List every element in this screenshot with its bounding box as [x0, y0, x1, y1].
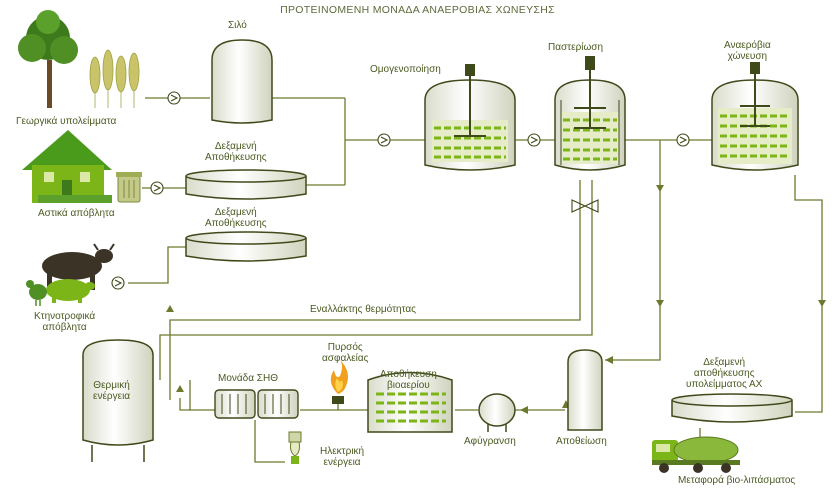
chicken-icon [26, 280, 47, 306]
label-biogas-line2: βιοαερίου [387, 380, 430, 391]
label-residue-line1: Δεξαμενή [703, 357, 746, 368]
label-biogas-storage: Αποθήκευση βιοαερίου [380, 369, 437, 391]
label-flare-line1: Πυρσός [327, 342, 363, 353]
label-safety-flare: Πυρσός ασφαλείας [322, 342, 369, 364]
anaerobic-digester-tank [711, 62, 799, 171]
label-anaerobic-digestion: Αναερόβια χώνευση [724, 40, 771, 62]
label-desulfurization: Αποθείωση [556, 436, 607, 447]
lightbulb-icon [288, 431, 302, 464]
label-storage-tank-1-line1: Δεξαμενή [214, 141, 257, 152]
label-biofertilizer-transport: Μεταφορά βιο-λιπάσματος [678, 475, 796, 486]
digestate-storage-tank [671, 393, 793, 423]
label-storage-tank-1: Δεξαμενή Αποθήκευσης [205, 141, 267, 163]
label-thermal-line2: ενέργεια [93, 391, 131, 402]
trash-bin-icon [116, 172, 142, 203]
label-thermal-line1: Θερμική [93, 380, 130, 391]
label-storage-tank-2: Δεξαμενή Αποθήκευσης [205, 207, 267, 229]
biogas-storage-tank [367, 371, 453, 433]
wheat-icon [89, 49, 140, 108]
label-chp-unit: Μονάδα ΣΗΘ [218, 373, 278, 384]
label-livestock-line2: απόβλητα [42, 322, 87, 333]
chp-unit [214, 389, 299, 419]
desulfurization-column [567, 349, 603, 431]
label-homogenization: Ομογενοποίηση [370, 64, 441, 75]
label-pasteurization: Παστερίωση [548, 42, 604, 53]
label-electric-energy: Ηλεκτρική ενέργεια [320, 446, 364, 468]
label-heat-exchanger: Εναλλάκτης θερμότητας [310, 304, 417, 315]
label-digestion-line1: Αναερόβια [724, 40, 771, 51]
truck-icon [652, 436, 740, 473]
valve-symbol [571, 199, 599, 213]
tree-icon [18, 10, 78, 108]
label-storage-tank-2-line1: Δεξαμενή [214, 207, 257, 218]
label-urban-waste: Αστικά απόβλητα [38, 208, 115, 219]
thermal-energy-tank [82, 339, 154, 462]
label-biogas-line1: Αποθήκευση [380, 369, 437, 380]
pasteurization-tank [554, 56, 626, 171]
label-digestate-storage: Δεξαμενή αποθήκευσης υπολείμματος ΑΧ [686, 357, 762, 390]
label-storage-tank-1-line2: Αποθήκευσης [205, 152, 267, 163]
label-agricultural-residues: Γεωργικά υπολείμματα [16, 116, 117, 127]
label-dehydration: Αφύγρανση [464, 436, 516, 447]
label-electric-line2: ενέργεια [323, 457, 361, 468]
house-icon [22, 130, 112, 203]
label-residue-line3: υπολείμματος ΑΧ [686, 379, 763, 390]
flow-arrows [166, 185, 826, 414]
label-livestock-waste: Κτηνοτροφικά απόβλητα [34, 311, 95, 333]
label-storage-tank-2-line2: Αποθήκευσης [205, 218, 267, 229]
storage-tank-urban [185, 169, 307, 200]
dehydration-unit [478, 393, 516, 432]
label-livestock-line1: Κτηνοτροφικά [34, 311, 96, 322]
silo-tank [211, 39, 273, 124]
homogenization-tank [424, 64, 516, 171]
label-electric-line1: Ηλεκτρική [320, 446, 365, 457]
label-thermal-energy: Θερμική ενέργεια [93, 380, 130, 402]
label-flare-line2: ασφαλείας [322, 353, 369, 364]
flame-icon [330, 360, 348, 404]
storage-tank-livestock [185, 231, 307, 262]
label-digestion-line2: χώνευση [727, 51, 768, 62]
diagram-title: ΠΡΟΤΕΙΝΟΜΕΝΗ ΜΟΝΑΔΑ ΑΝΑΕΡΟΒΙΑΣ ΧΩΝΕΥΣΗΣ [280, 4, 555, 16]
pumps [111, 91, 690, 290]
pig-icon [46, 279, 95, 303]
label-residue-line2: αποθήκευσης [693, 368, 755, 379]
cow-icon [42, 243, 115, 290]
label-silo: Σιλό [228, 20, 247, 31]
